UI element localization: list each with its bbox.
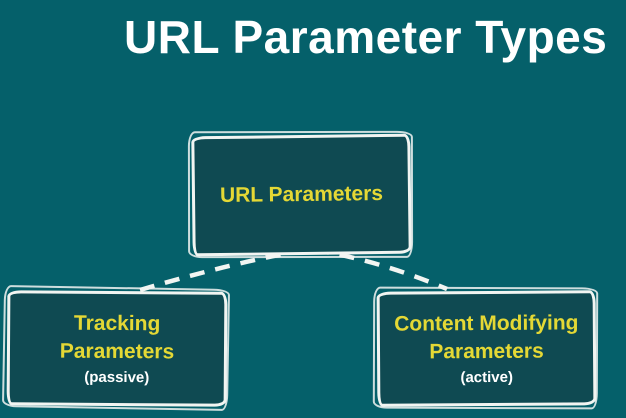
node-tracking-parameters: Tracking Parameters (passive) xyxy=(6,290,228,407)
node-tracking-parameters-label: Tracking Parameters xyxy=(60,309,175,366)
page-title: URL Parameter Types xyxy=(124,11,608,63)
node-content-modifying-parameters: Content Modifying Parameters (active) xyxy=(376,290,597,407)
node-content-modifying-parameters-sublabel: (active) xyxy=(460,369,514,387)
node-tracking-parameters-sublabel: (passive) xyxy=(84,369,150,387)
node-content-modifying-parameters-label: Content Modifying Parameters xyxy=(394,309,579,367)
node-url-parameters: URL Parameters xyxy=(191,133,412,257)
node-content-modifying-parameters-label-line1: Content Modifying xyxy=(394,311,579,336)
connector-root-to-tracking xyxy=(139,247,307,293)
node-tracking-parameters-label-line2: Parameters xyxy=(59,339,175,364)
node-content-modifying-parameters-label-line2: Parameters xyxy=(429,339,544,364)
node-url-parameters-label: URL Parameters xyxy=(219,181,384,207)
connector-root-to-content-modifying xyxy=(313,247,448,292)
node-tracking-parameters-label-line1: Tracking xyxy=(73,311,161,335)
